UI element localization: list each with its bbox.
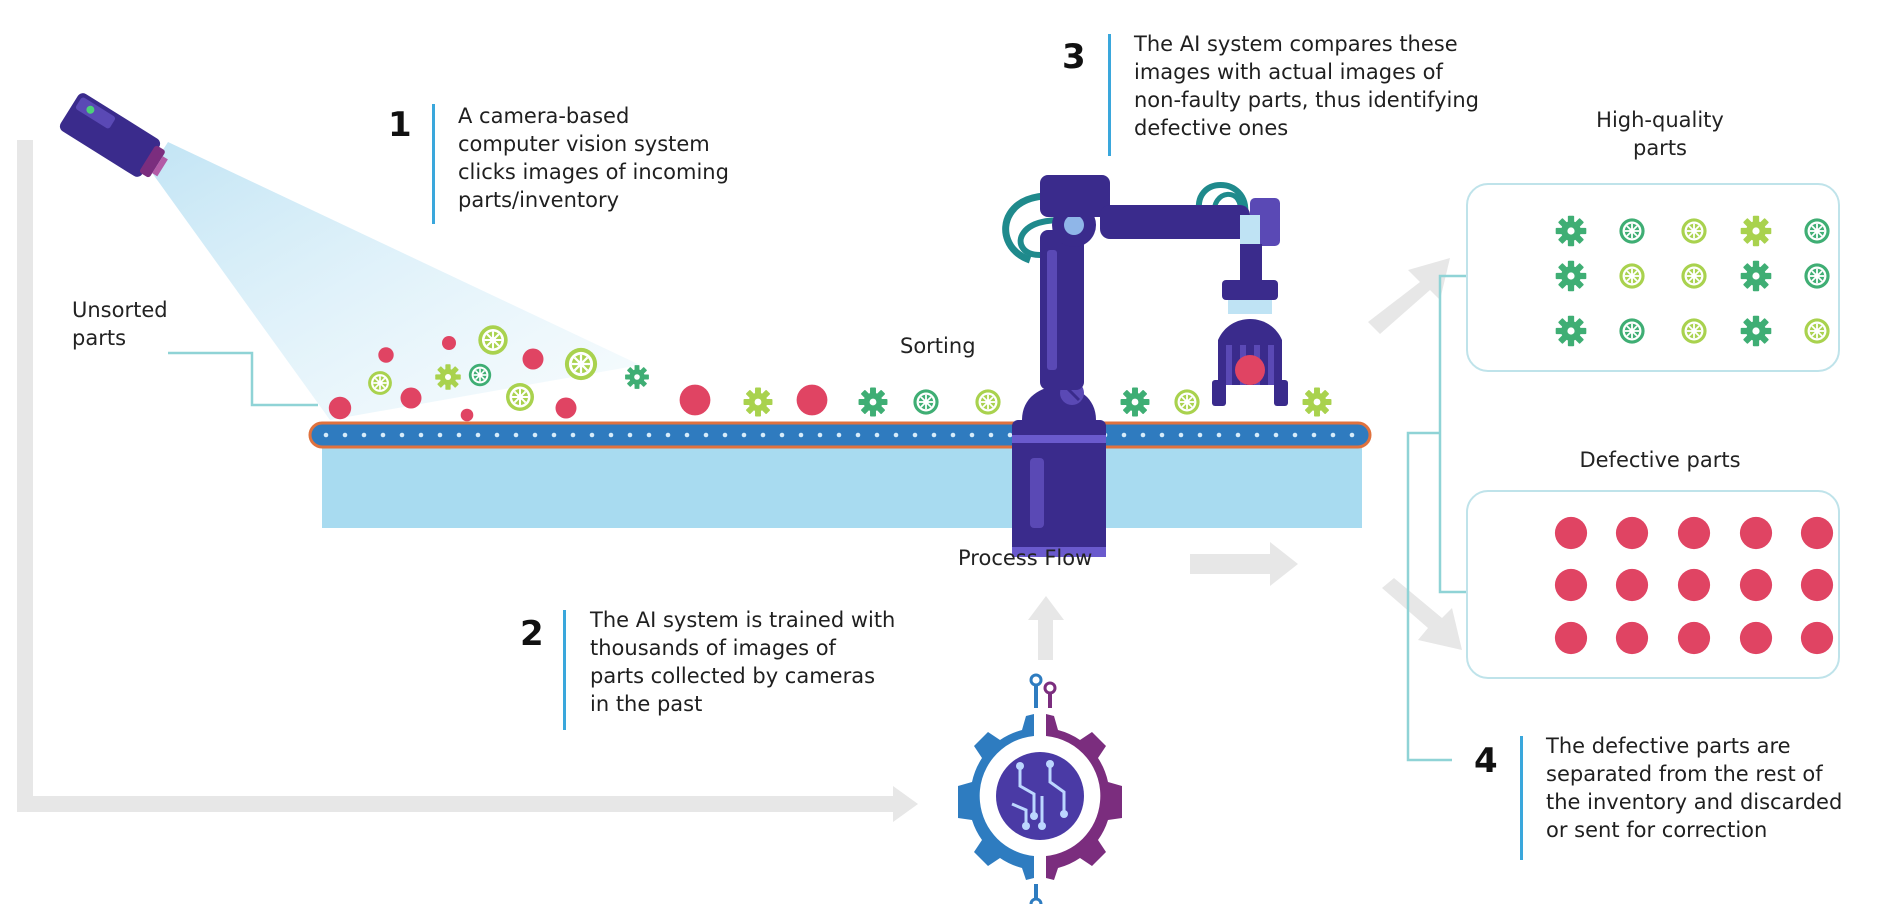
- unsorted-parts-label: Unsorted parts: [72, 296, 168, 352]
- defective-part-icon: [1739, 516, 1773, 550]
- defective-part-icon: [1739, 568, 1773, 602]
- sorting-label: Sorting: [900, 334, 976, 358]
- defective-part-icon: [328, 396, 352, 420]
- camera-icon: [59, 93, 168, 178]
- defective-part-icon: [378, 347, 394, 363]
- gear-part-icon: [1740, 315, 1772, 347]
- robot-arm-icon: [1002, 175, 1288, 557]
- unsorted-line-2: parts: [72, 326, 127, 350]
- unsorted-line-1: Unsorted: [72, 298, 168, 322]
- defective-part-icon: [796, 384, 828, 416]
- step-4-number: 4: [1474, 741, 1498, 781]
- distribution-arrows: [1028, 258, 1462, 660]
- defective-part-icon: [1800, 568, 1834, 602]
- step-2-line-4: in the past: [590, 692, 703, 716]
- wheel-part-icon: [1680, 262, 1708, 290]
- camera-beam: [150, 142, 640, 420]
- step-3-bar: [1108, 34, 1111, 156]
- high-quality-panel: [1466, 183, 1840, 372]
- wheel-part-icon: [1618, 317, 1646, 345]
- step-1-text: A camera-based computer vision system cl…: [458, 102, 729, 214]
- step-1-line-1: A camera-based: [458, 104, 630, 128]
- wheel-part-icon: [1680, 217, 1708, 245]
- defective-part-icon: [1800, 516, 1834, 550]
- defective-part-icon: [555, 397, 577, 419]
- defective-part-icon: [679, 384, 711, 416]
- wheel-part-icon: [1618, 262, 1646, 290]
- step-4-line-2: separated from the rest of: [1546, 762, 1823, 786]
- defective-part-icon: [1739, 621, 1773, 655]
- defective-part-icon: [442, 336, 456, 350]
- defective-part-icon: [1677, 568, 1711, 602]
- step-3-line-4: defective ones: [1134, 116, 1289, 140]
- defective-part-icon: [1615, 568, 1649, 602]
- step-1-bar: [432, 104, 435, 224]
- defective-part-icon: [1554, 621, 1588, 655]
- wheel-part-icon: [1803, 217, 1831, 245]
- step-2-line-3: parts collected by cameras: [590, 664, 876, 688]
- step-2-line-2: thousands of images of: [590, 636, 836, 660]
- step-4-line-3: the inventory and discarded: [1546, 790, 1843, 814]
- step-2-bar: [563, 610, 566, 730]
- step-1-line-4: parts/inventory: [458, 188, 620, 212]
- wheel-part-icon: [1803, 262, 1831, 290]
- gear-part-icon: [1740, 260, 1772, 292]
- defective-part-icon: [1800, 621, 1834, 655]
- process-flow-label: Process Flow: [958, 546, 1093, 570]
- step-4-bar: [1520, 736, 1523, 860]
- high-quality-line-2: parts: [1632, 136, 1687, 160]
- defective-part-icon: [1554, 516, 1588, 550]
- defective-part-icon: [1615, 621, 1649, 655]
- step-4-text: The defective parts are separated from t…: [1546, 732, 1842, 844]
- feedback-arrow: [17, 140, 918, 822]
- defective-parts: [1554, 516, 1834, 655]
- defective-part-icon: [1677, 516, 1711, 550]
- step-3-number: 3: [1062, 37, 1086, 77]
- defective-part-icon: [460, 408, 474, 422]
- ai-gear-icon: [958, 673, 1122, 904]
- step-3-text: The AI system compares these images with…: [1134, 30, 1479, 142]
- conveyor-bed: [322, 444, 1362, 528]
- gear-part-icon: [1555, 260, 1587, 292]
- connector-lines: [168, 274, 1466, 762]
- defective-part-icon: [1615, 516, 1649, 550]
- step-4-line-4: or sent for correction: [1546, 818, 1768, 842]
- defective-parts-label: Defective parts: [1579, 448, 1741, 472]
- step-4-line-1: The defective parts are: [1546, 734, 1791, 758]
- defective-part-icon: [400, 387, 422, 409]
- wheel-part-icon: [1680, 317, 1708, 345]
- wheel-part-icon: [1618, 217, 1646, 245]
- belt-parts: [328, 324, 1332, 422]
- step-1-number: 1: [388, 105, 412, 145]
- gear-part-icon: [1740, 215, 1772, 247]
- defective-panel: [1466, 490, 1840, 679]
- high-quality-parts-label: High-quality parts: [1560, 106, 1760, 162]
- step-2-text: The AI system is trained with thousands …: [590, 606, 895, 718]
- step-3-line-1: The AI system compares these: [1134, 32, 1458, 56]
- step-2-line-1: The AI system is trained with: [590, 608, 896, 632]
- step-2-number: 2: [520, 614, 544, 654]
- wheel-part-icon: [1803, 317, 1831, 345]
- high-quality-line-1: High-quality: [1596, 108, 1724, 132]
- defective-part-icon: [1677, 621, 1711, 655]
- defective-part-icon: [1554, 568, 1588, 602]
- step-3-line-3: non-faulty parts, thus identifying: [1134, 88, 1480, 112]
- high-quality-parts: [1555, 215, 1831, 347]
- defective-part-icon: [522, 348, 544, 370]
- gear-part-icon: [1555, 215, 1587, 247]
- step-1-line-3: clicks images of incoming: [458, 160, 729, 184]
- gear-part-icon: [1555, 315, 1587, 347]
- step-1-line-2: computer vision system: [458, 132, 710, 156]
- step-3-line-2: images with actual images of: [1134, 60, 1443, 84]
